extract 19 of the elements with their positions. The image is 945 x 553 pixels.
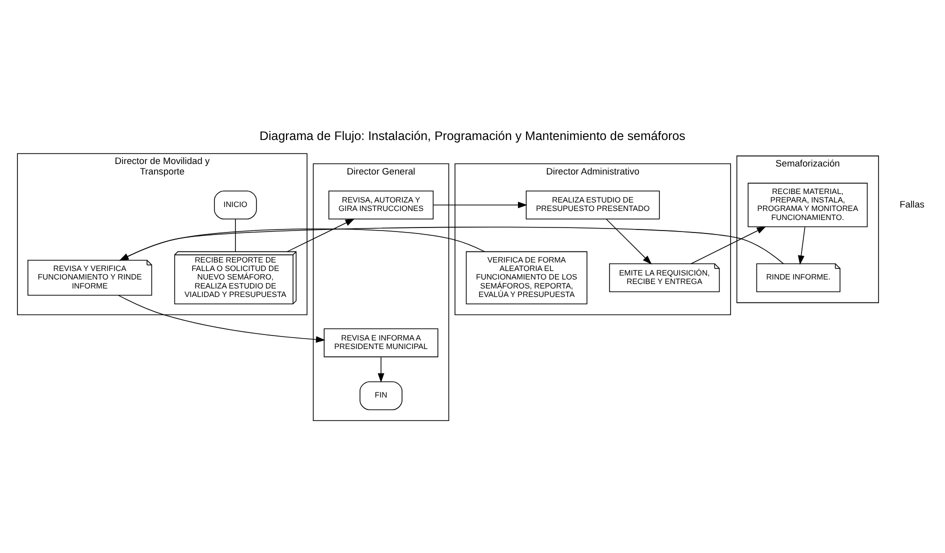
node-box: RECIBE MATERIAL, PREPARA, INSTALA, PROGRAMA Y MONITOREA FUNCIONAMIENTO. xyxy=(748,182,868,227)
arrow xyxy=(119,228,486,260)
node-box: REVISA, AUTORIZA Y GIRA INSTRUCCIONES xyxy=(328,190,434,219)
arrow xyxy=(118,294,326,342)
arrow xyxy=(798,226,806,264)
label: Fallas xyxy=(900,198,924,209)
connector xyxy=(235,218,236,252)
arrow xyxy=(432,201,528,208)
arrow xyxy=(690,226,766,264)
node-box: VERIFICA DE FORMA ALEATORIA EL FUNCIONAMIENTO DE LOS SEMÁFOROS, REPORTA, EVALÚA Y PRESUPUESTA xyxy=(466,250,588,304)
node-box: INICIO xyxy=(214,190,257,219)
diagram-title: Diagrama de Flujo: Instalación, Programación y Mantenimiento de semáforos xyxy=(260,128,686,143)
node-box: FIN xyxy=(360,380,402,410)
node-box: REALIZA ESTUDIO DE PRESUPUESTO PRESENTADO xyxy=(526,190,660,219)
arrow xyxy=(378,356,384,382)
arrow xyxy=(119,226,784,264)
arrow xyxy=(286,218,355,252)
arrow xyxy=(606,218,652,264)
node-box: REVISA E INFORMA A PRESIDENTE MUNICIPAL xyxy=(324,328,438,357)
